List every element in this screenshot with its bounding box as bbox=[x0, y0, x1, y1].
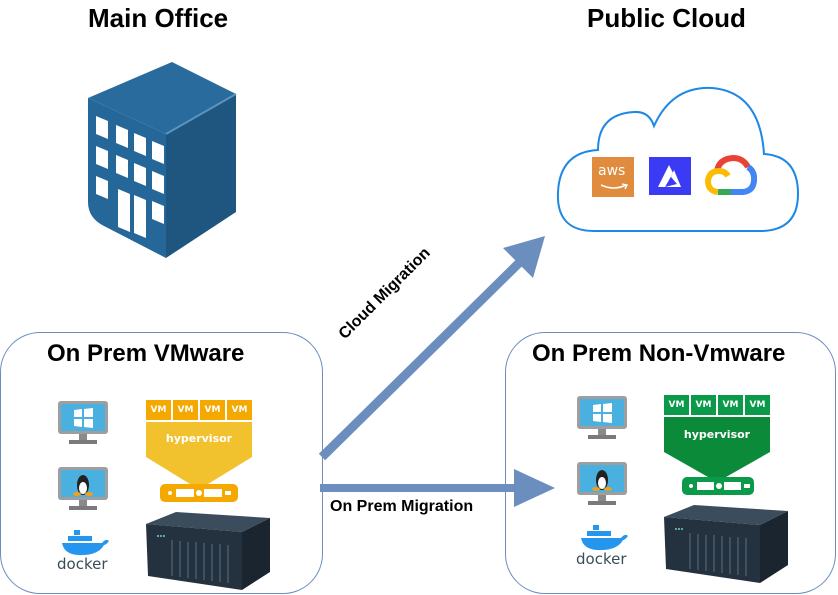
docker-label: docker bbox=[576, 550, 627, 568]
vmware-hypervisor-label: hypervisor bbox=[165, 432, 233, 445]
linux-monitor-icon bbox=[58, 467, 108, 510]
public-cloud-title: Public Cloud bbox=[587, 3, 746, 33]
aws-smile-icon bbox=[600, 183, 628, 190]
vmware-server-icon bbox=[146, 512, 270, 590]
windows-monitor-icon bbox=[58, 401, 108, 444]
docker-label: docker bbox=[57, 555, 108, 573]
vm-block: VM bbox=[146, 400, 171, 420]
docker-whale-icon bbox=[581, 525, 628, 551]
vm-block: VM bbox=[745, 395, 770, 415]
docker-whale-icon bbox=[62, 530, 109, 556]
vm-block: VM bbox=[173, 400, 198, 420]
azure-logo bbox=[649, 157, 691, 195]
on-prem-non-vmware-title: On Prem Non-Vmware bbox=[532, 340, 786, 367]
non-vmware-hypervisor-label: hypervisor bbox=[683, 428, 751, 441]
windows-monitor-icon bbox=[577, 396, 627, 439]
on-prem-migration-arrow-head bbox=[514, 469, 555, 507]
google-cloud-logo bbox=[705, 155, 757, 195]
main-office-title: Main Office bbox=[88, 3, 229, 33]
cloud-migration-arrow-shaft bbox=[318, 258, 524, 461]
non-vmware-hypervisor-shape bbox=[664, 417, 770, 495]
cloud-migration-arrow-head bbox=[503, 236, 545, 278]
vm-block: VM bbox=[691, 395, 716, 415]
on-prem-migration-label: On Prem Migration bbox=[330, 498, 474, 515]
vm-block: VM bbox=[200, 400, 225, 420]
non-vmware-server-icon bbox=[664, 505, 788, 583]
vm-block: VM bbox=[718, 395, 743, 415]
office-building-icon bbox=[88, 62, 237, 258]
vm-block: VM bbox=[227, 400, 252, 420]
aws-logo: aws bbox=[592, 157, 634, 197]
vm-block: VM bbox=[664, 395, 689, 415]
vmware-hypervisor-shape bbox=[146, 422, 252, 502]
aws-logo-text: aws bbox=[598, 163, 626, 179]
on-prem-vmware-title: On Prem VMware bbox=[47, 340, 245, 367]
linux-monitor-icon bbox=[577, 462, 627, 505]
